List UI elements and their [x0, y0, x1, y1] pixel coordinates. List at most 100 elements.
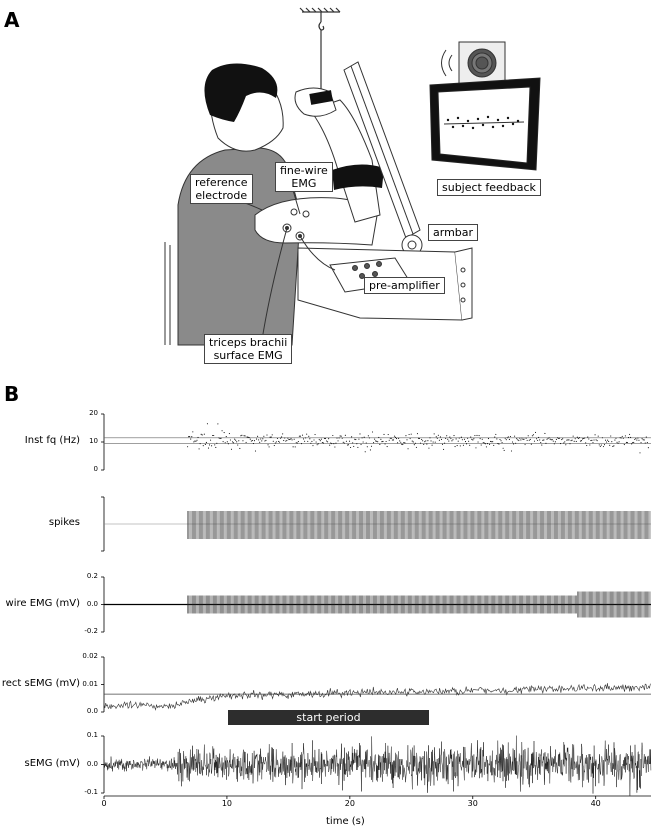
- frequency-point: [218, 437, 220, 439]
- frequency-point: [433, 433, 435, 435]
- frequency-point: [606, 441, 608, 443]
- frequency-point: [214, 444, 216, 446]
- frequency-point: [283, 439, 285, 442]
- frequency-point: [555, 438, 557, 440]
- frequency-point: [645, 436, 647, 438]
- frequency-point: [638, 439, 640, 441]
- frequency-point: [626, 442, 629, 444]
- frequency-point: [290, 438, 292, 440]
- frequency-point: [600, 444, 602, 446]
- frequency-point: [310, 442, 312, 444]
- panel-letter-a: A: [4, 8, 20, 32]
- frequency-point: [601, 437, 603, 439]
- label-fine-wire-emg: fine-wire EMG: [275, 162, 333, 192]
- panel-letter-b: B: [4, 382, 20, 406]
- frequency-point: [252, 442, 254, 445]
- frequency-point: [407, 448, 409, 450]
- frequency-point: [254, 450, 257, 452]
- frequency-point: [496, 438, 498, 440]
- frequency-point: [624, 435, 626, 437]
- frequency-point: [473, 438, 475, 440]
- frequency-point: [553, 443, 555, 445]
- y-tick-label: 0: [93, 465, 98, 473]
- frequency-point: [564, 441, 566, 443]
- frequency-point: [546, 438, 548, 440]
- frequency-point: [271, 434, 273, 436]
- frequency-point: [280, 437, 282, 439]
- frequency-point: [285, 440, 287, 442]
- frequency-point: [406, 439, 408, 441]
- frequency-point: [261, 440, 263, 442]
- frequency-point: [632, 442, 634, 444]
- frequency-point: [472, 439, 474, 441]
- frequency-point: [437, 434, 439, 436]
- frequency-point: [393, 435, 396, 437]
- trace-label-0: Inst fq (Hz): [24, 435, 80, 446]
- frequency-point: [338, 437, 340, 439]
- frequency-point: [537, 439, 539, 441]
- frequency-point: [263, 435, 265, 437]
- frequency-point: [269, 436, 271, 438]
- frequency-point: [282, 433, 284, 435]
- frequency-point: [621, 435, 623, 437]
- frequency-point: [235, 439, 237, 441]
- y-tick-label: 20: [89, 409, 98, 417]
- frequency-point: [316, 444, 318, 446]
- frequency-point: [430, 440, 432, 442]
- frequency-point: [296, 442, 298, 444]
- frequency-point: [380, 438, 382, 440]
- frequency-point: [448, 440, 450, 442]
- frequency-point: [199, 443, 201, 445]
- frequency-point: [560, 443, 562, 445]
- frequency-point: [301, 434, 304, 436]
- frequency-point: [394, 436, 397, 438]
- frequency-point: [446, 435, 448, 437]
- frequency-point: [499, 438, 501, 441]
- frequency-point: [554, 441, 556, 443]
- frequency-point: [319, 440, 321, 442]
- frequency-point: [374, 438, 376, 440]
- frequency-point: [616, 441, 618, 443]
- trace-label-3: rect sEMG (mV): [1, 677, 80, 689]
- frequency-point: [500, 440, 502, 442]
- frequency-point: [242, 440, 244, 442]
- label-reference-electrode-text: reference electrode: [195, 176, 248, 202]
- frequency-point: [614, 439, 616, 441]
- frequency-point: [526, 439, 528, 441]
- frequency-point: [469, 444, 471, 446]
- frequency-point: [577, 437, 579, 440]
- frequency-point: [609, 444, 611, 446]
- frequency-point: [207, 447, 210, 449]
- frequency-point: [322, 442, 324, 444]
- frequency-point: [243, 435, 245, 437]
- frequency-point: [617, 442, 619, 444]
- frequency-point: [592, 442, 594, 444]
- frequency-point: [566, 439, 568, 441]
- frequency-point: [636, 439, 638, 441]
- frequency-point: [426, 443, 428, 445]
- label-armbar: armbar: [428, 224, 479, 241]
- y-tick-label: 0.0: [86, 759, 98, 768]
- label-subject-feedback-text: subject feedback: [442, 181, 536, 194]
- frequency-point: [246, 436, 248, 438]
- frequency-point: [204, 443, 206, 446]
- frequency-point: [354, 438, 356, 440]
- frequency-point: [251, 439, 253, 442]
- frequency-point: [423, 443, 425, 446]
- frequency-point: [248, 437, 250, 439]
- frequency-point: [547, 437, 549, 439]
- frequency-point: [637, 437, 639, 439]
- frequency-point: [345, 440, 347, 442]
- frequency-point: [641, 438, 643, 440]
- frequency-point: [594, 434, 596, 436]
- frequency-point: [336, 437, 338, 439]
- frequency-point: [468, 440, 470, 442]
- y-tick-label: -0.1: [84, 788, 98, 796]
- arm-cuff: [332, 164, 384, 190]
- frequency-point: [447, 438, 449, 440]
- frequency-point: [225, 436, 227, 438]
- frequency-point: [272, 440, 274, 442]
- frequency-point: [262, 438, 264, 440]
- frequency-point: [342, 441, 344, 443]
- frequency-point: [436, 437, 438, 439]
